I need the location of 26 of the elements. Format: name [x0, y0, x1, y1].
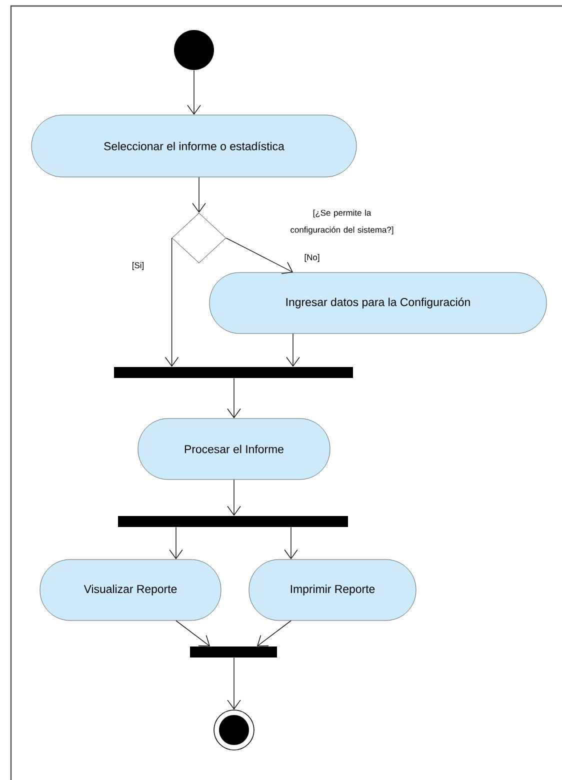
action-box: Visualizar Reporte — [40, 559, 222, 621]
fork-bar — [190, 646, 277, 658]
arrow — [286, 333, 300, 367]
arrow — [169, 526, 183, 560]
arrow — [176, 620, 210, 646]
action-box: Seleccionar el informe o estadística — [31, 114, 357, 178]
arrow — [257, 620, 292, 646]
guard-condition: [¿Se permite la configuración del sistema?] — [290, 210, 394, 234]
fork-bar — [114, 367, 353, 378]
arrow — [164, 238, 179, 367]
arrow — [226, 238, 293, 274]
arrow — [187, 70, 201, 115]
arrow — [284, 526, 298, 560]
final-node — [214, 710, 254, 750]
arrow — [227, 657, 241, 710]
fork-bar — [118, 516, 348, 527]
arrow — [227, 479, 241, 516]
guard-label: [No] — [303, 253, 321, 263]
arrow — [192, 176, 206, 213]
guard-label: [Si] — [130, 261, 146, 271]
action-box: Imprimir Reporte — [248, 559, 416, 621]
arrow — [227, 378, 241, 418]
initial-node — [174, 30, 214, 70]
action-box: Procesar el Informe — [138, 418, 330, 480]
decision-diamond — [172, 212, 226, 264]
action-box: Ingresar datos para la Configuración — [209, 272, 547, 334]
